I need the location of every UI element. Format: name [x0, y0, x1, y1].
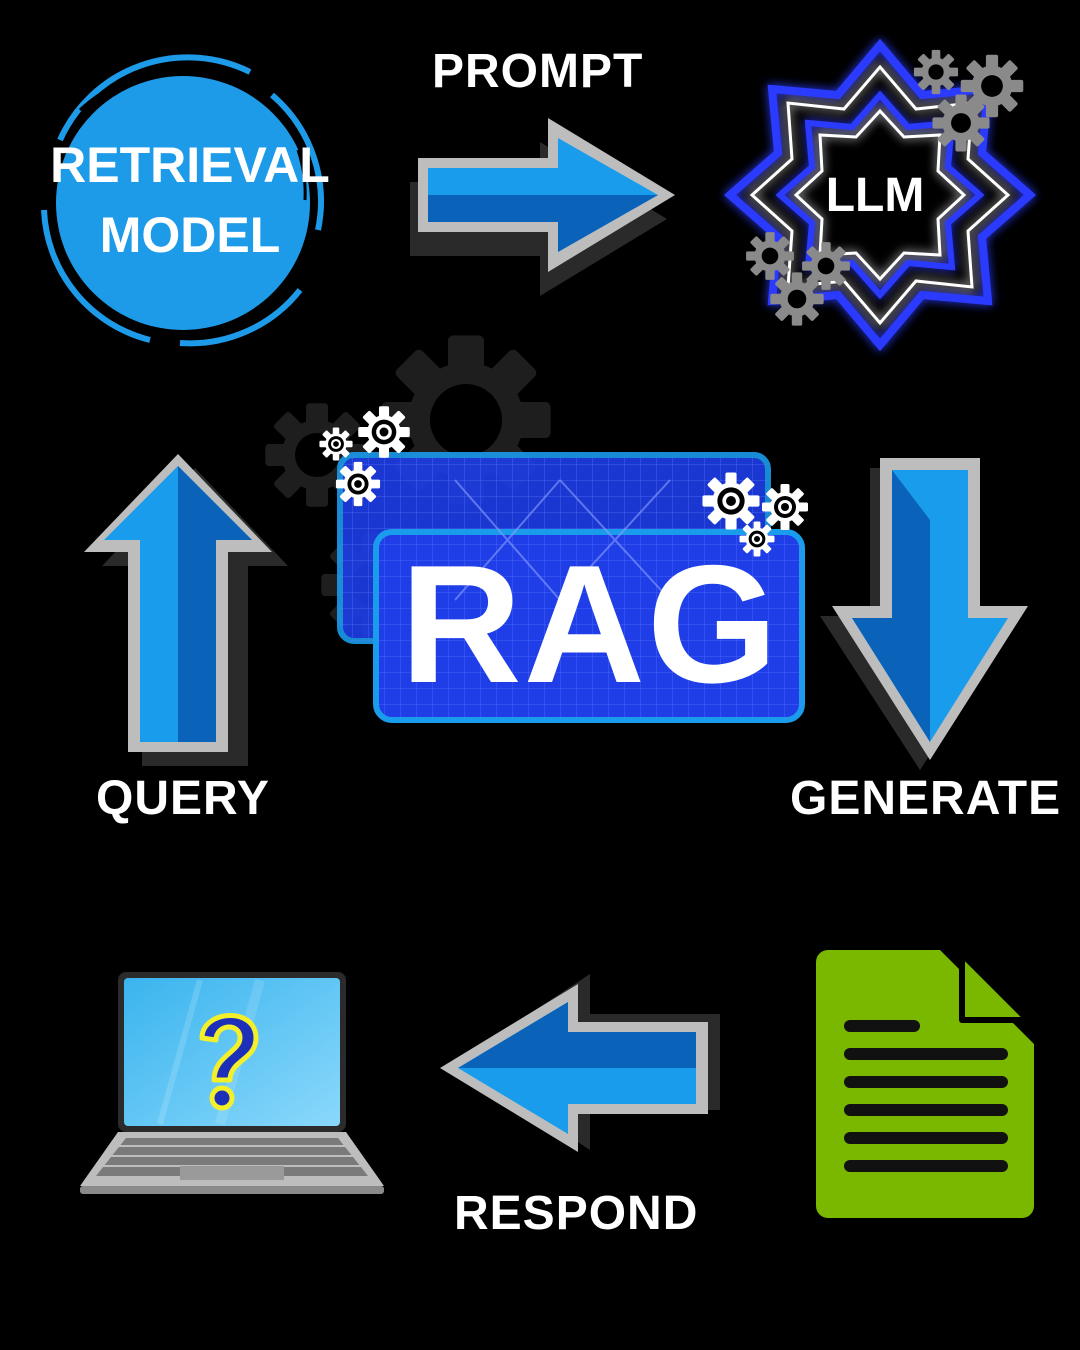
prompt-arrow-icon [410, 118, 675, 296]
generate-arrow-icon [820, 458, 1028, 770]
rag-title: RAG [400, 530, 780, 718]
llm-label: LLM [825, 169, 925, 222]
retrieval-model-label: RETRIEVAL MODEL [40, 140, 340, 260]
respond-label: RESPOND [454, 1187, 699, 1240]
retrieval-model-line2: MODEL [99, 207, 281, 263]
query-arrow-icon [84, 454, 288, 766]
generate-label: GENERATE [790, 772, 1062, 825]
laptop-question-icon [80, 972, 384, 1194]
neon-star-icon [723, 38, 1037, 352]
retrieval-model-line1: RETRIEVAL [50, 137, 330, 193]
retrieval-circle-icon [41, 54, 324, 347]
document-icon [816, 950, 1034, 1218]
query-label: QUERY [96, 772, 270, 825]
rag-panel [265, 335, 808, 723]
respond-arrow-icon [440, 974, 720, 1152]
prompt-label: PROMPT [432, 45, 644, 98]
